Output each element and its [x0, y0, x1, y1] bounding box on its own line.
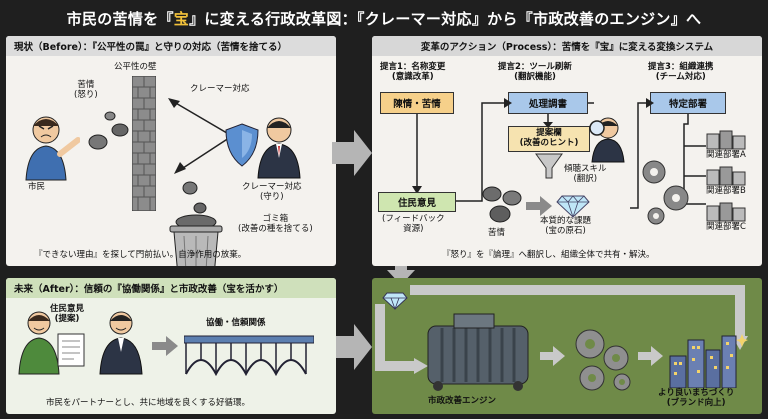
- engine-machine-icon: [427, 313, 529, 391]
- officer-label: クレーマー対応 (守り): [242, 182, 302, 203]
- process-panel: 変革のアクション（Process）：苦情を『宝』に変える変換システム 提言1：名…: [372, 36, 762, 266]
- bridge-icon: [184, 335, 314, 376]
- gem-icon: [556, 195, 590, 218]
- wall-label: 公平性の壁: [114, 62, 157, 72]
- dept-a-label: 関連部署A: [706, 150, 746, 160]
- city-label: より良いまちづくり (ブランド向上): [658, 388, 735, 409]
- opinion-box: 住民意見: [378, 192, 456, 212]
- falling-rocks-icon: [182, 181, 207, 214]
- process-header: 変革のアクション（Process）：苦情を『宝』に変える変換システム: [372, 36, 762, 56]
- listener-magnifier-icon: [589, 117, 625, 163]
- process-rocks-icon: [482, 186, 522, 223]
- title-highlight: 宝: [173, 9, 190, 28]
- official-partner-icon: [99, 311, 143, 375]
- proposal-document-icon: [57, 333, 85, 367]
- arrow-after-to-engine-icon: [332, 324, 372, 370]
- deflect-arrows-icon: [168, 98, 233, 174]
- brick-wall-icon: [132, 76, 156, 211]
- engine-panel: 市政改善エンジン より良いまちづくり (ブランド向上): [372, 278, 762, 414]
- bridge-label: 協働・信頼関係: [206, 318, 266, 328]
- page-title: 市民の苦情を『宝』に変える行政改革図：『クレーマー対応』から『市政改善のエンジン…: [66, 9, 702, 28]
- after-panel: 未来（After）：信頼の『協働関係』と市政改善（宝を活かす） 住民意見 (提案…: [6, 278, 336, 414]
- dept-c-label: 関連部署C: [706, 222, 746, 232]
- shield-icon: [225, 123, 259, 167]
- opinion-sub: (フィードバック 資源): [382, 214, 445, 235]
- hint-box: 提案欄 (改善のヒント): [508, 126, 590, 152]
- transform-arrow-icon: [526, 196, 552, 216]
- step2-title: 提言2：ツール刷新 (翻訳機能): [498, 62, 572, 83]
- process-footer: 『怒り』を『論理』へ翻訳し、組織全体で共有・解決。: [442, 250, 655, 260]
- before-panel: 現状（Before）：『公平性の罠』と守りの対応（苦情を捨てる） 市民 苦情 (…: [6, 36, 336, 266]
- trash-can-icon: [169, 214, 223, 266]
- after-arrow-icon: [152, 336, 178, 356]
- arrow-before-to-process-icon: [332, 130, 372, 176]
- engine-arrow2-icon: [638, 346, 663, 366]
- dept-c-building-icon: [706, 202, 746, 222]
- angry-citizen-icon: [25, 116, 80, 181]
- process-connectors: [412, 98, 706, 209]
- skill-label: 傾聴スキル (翻訳): [564, 164, 607, 185]
- step1-box: 陳情・苦情: [380, 92, 454, 114]
- city-skyline-icon: [669, 334, 748, 388]
- engine-label: 市政改善エンジン: [428, 396, 497, 406]
- rocks-label: 苦情: [488, 228, 506, 238]
- complaint-rocks-icon: [88, 111, 129, 150]
- after-header: 未来（After）：信頼の『協働関係』と市政改善（宝を活かす）: [6, 278, 336, 298]
- dept-b-label: 関連部署B: [706, 186, 746, 196]
- after-opinion-label: 住民意見 (提案): [50, 304, 85, 325]
- after-footer: 市民をパートナーとし、共に地域を良くする好循環。: [46, 398, 251, 408]
- funnel-icon: [535, 153, 563, 179]
- complaint-label: 苦情 (怒り): [74, 80, 98, 101]
- dept-b-building-icon: [706, 166, 746, 186]
- before-footer: 『できない理由』を探して門前払い。自浄作用の放棄。: [34, 250, 247, 260]
- engine-gem-icon: [382, 292, 408, 310]
- trash-label: ゴミ箱 (改善の種を捨てる): [238, 214, 313, 235]
- citizen-label: 市民: [28, 182, 46, 192]
- gem-label: 本質的な課題 (宝の原石): [540, 216, 592, 237]
- engine-arrow-icon: [540, 346, 565, 366]
- before-header: 現状（Before）：『公平性の罠』と守りの対応（苦情を捨てる）: [6, 36, 336, 56]
- dept-a-building-icon: [706, 130, 746, 150]
- officer-icon: [257, 117, 301, 179]
- claimer-label: クレーマー対応: [190, 84, 250, 94]
- step1-title: 提言1：名称変更 (意識改革): [380, 62, 446, 83]
- engine-gears-icon: [575, 329, 631, 391]
- step3-title: 提言3：組織連携 (チーム対応): [648, 62, 714, 83]
- arrow-process-down-icon: [387, 258, 415, 285]
- gears-icon: [642, 160, 689, 225]
- citizen-partner-icon: [18, 311, 60, 375]
